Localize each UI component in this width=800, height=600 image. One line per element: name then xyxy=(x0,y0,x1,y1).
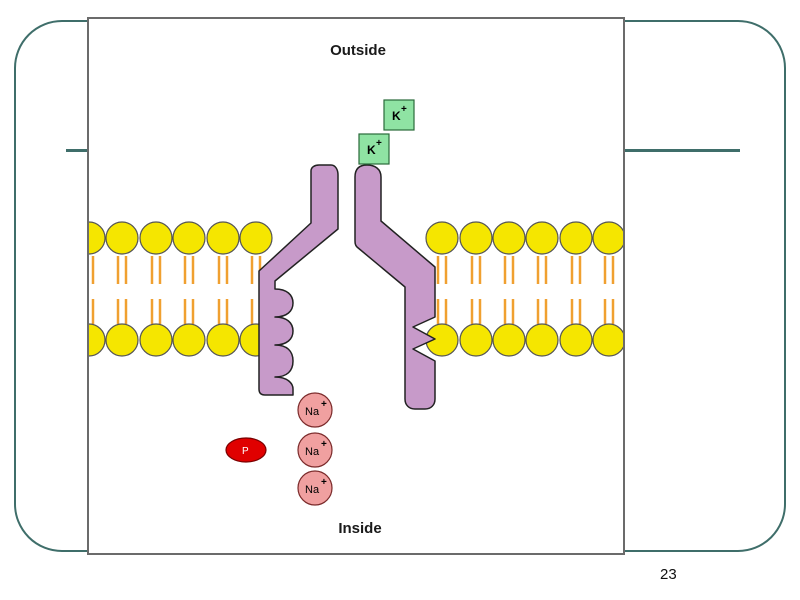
lipid-head xyxy=(206,323,240,357)
lipid-tails xyxy=(91,256,615,324)
phosphate-group: P xyxy=(225,437,267,463)
sodium-ion-charge: + xyxy=(321,399,327,410)
potassium-ion-symbol: K xyxy=(392,109,401,123)
title-rule-right xyxy=(622,149,740,152)
slide-number: 23 xyxy=(660,566,677,583)
lipid-head xyxy=(139,323,173,357)
lipid-head xyxy=(425,221,459,255)
sodium-ion-symbol: Na xyxy=(305,406,320,418)
lipid-head xyxy=(89,221,106,255)
lipid-head xyxy=(525,323,559,357)
lipid-heads-inner-layer xyxy=(89,323,623,357)
lipid-head xyxy=(139,221,173,255)
lipid-head xyxy=(592,323,623,357)
pump-right-half xyxy=(354,164,436,410)
outside-label: Outside xyxy=(330,42,386,59)
lipid-heads-outer-layer xyxy=(89,221,623,255)
potassium-ion: K + xyxy=(358,133,390,165)
sodium-ion: Na + xyxy=(297,470,333,506)
potassium-ions: K + K + xyxy=(358,99,415,165)
lipid-head xyxy=(172,221,206,255)
lipid-head xyxy=(459,323,493,357)
title-rule-left xyxy=(66,149,90,152)
lipid-head xyxy=(459,221,493,255)
lipid-head xyxy=(559,323,593,357)
lipid-head xyxy=(492,323,526,357)
potassium-ion-symbol: K xyxy=(367,143,376,157)
lipid-head xyxy=(492,221,526,255)
sodium-potassium-pump-protein xyxy=(258,164,436,410)
potassium-ion-charge: + xyxy=(376,138,382,149)
pump-left-half xyxy=(258,164,339,396)
sodium-ion: Na + xyxy=(297,392,333,428)
lipid-head xyxy=(105,323,139,357)
lipid-head xyxy=(89,323,106,357)
lipid-head xyxy=(559,221,593,255)
sodium-ion-charge: + xyxy=(321,439,327,450)
phosphate-symbol: P xyxy=(242,446,249,457)
lipid-head xyxy=(525,221,559,255)
lipid-head xyxy=(172,323,206,357)
sodium-ion: Na + xyxy=(297,432,333,468)
lipid-head xyxy=(239,221,273,255)
lipid-head xyxy=(592,221,623,255)
potassium-ion-charge: + xyxy=(401,104,407,115)
sodium-ion-symbol: Na xyxy=(305,484,320,496)
sodium-ions: Na + Na + Na + xyxy=(297,392,333,506)
sodium-ion-charge: + xyxy=(321,477,327,488)
lipid-head xyxy=(105,221,139,255)
lipid-head xyxy=(206,221,240,255)
sodium-potassium-pump-diagram: K + K + Na + Na + Na xyxy=(87,17,625,555)
potassium-ion: K + xyxy=(383,99,415,131)
inside-label: Inside xyxy=(338,520,381,537)
sodium-ion-symbol: Na xyxy=(305,446,320,458)
